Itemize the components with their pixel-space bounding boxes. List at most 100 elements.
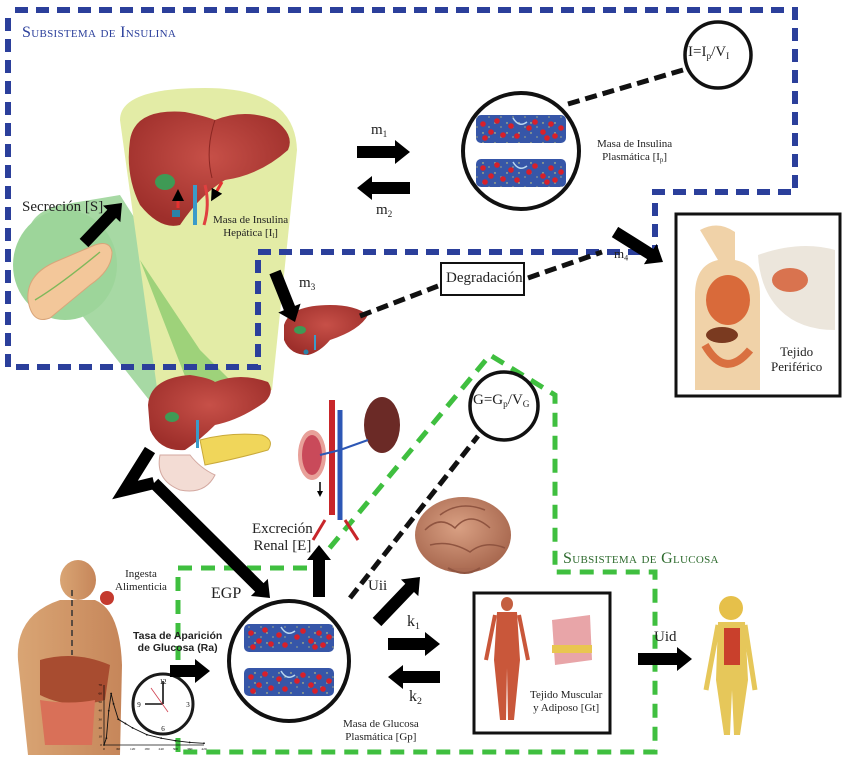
food-intake-label: Ingesta Alimenticia — [115, 568, 167, 593]
mini-chart-point — [105, 737, 108, 740]
red-blood-cell — [482, 135, 488, 141]
red-blood-cell — [488, 173, 494, 179]
red-blood-cell — [268, 685, 274, 691]
m4-sub: 4 — [624, 253, 629, 263]
mini-chart-point — [174, 739, 177, 742]
blood-vessel — [476, 159, 566, 187]
clock-6: 6 — [161, 725, 165, 733]
red-blood-cell — [316, 630, 322, 636]
mini-chart-point — [145, 733, 148, 736]
liver-illustration-degradation — [284, 305, 368, 355]
k1-base: k — [407, 613, 415, 630]
rate-m1-label: m1 — [371, 122, 387, 139]
liver-pancreas-illustration — [148, 375, 271, 492]
red-blood-cell — [532, 119, 538, 125]
red-blood-cell — [558, 125, 564, 131]
mini-chart-point — [131, 726, 134, 729]
red-blood-cell — [508, 167, 514, 173]
mini-chart-y-tick: 50 — [99, 700, 103, 704]
hepatic-mass-suffix: ] — [274, 226, 278, 239]
mini-chart-y-tick: 0 — [100, 743, 102, 747]
renal-excretion-arrow — [307, 545, 331, 597]
mini-chart-point — [110, 692, 113, 695]
renal-line2: Renal [E] — [253, 538, 312, 555]
tissue-line1: Tejido Muscular — [530, 689, 603, 701]
mini-chart-y-tick: 40 — [99, 709, 103, 713]
red-blood-cell — [558, 169, 564, 175]
m2-arrow — [357, 176, 410, 200]
red-blood-cell — [488, 129, 494, 135]
red-blood-cell — [250, 688, 256, 694]
red-blood-cell — [276, 676, 282, 682]
clock-icon: 12 3 6 9 — [131, 672, 195, 736]
ra-arrow — [170, 659, 210, 683]
red-blood-cell — [276, 632, 282, 638]
plasma-glucose-line1: Masa de Glucosa — [343, 718, 419, 730]
insulin-formula-circle — [683, 20, 753, 90]
glucose-subsystem-boundary — [175, 351, 658, 755]
kidney-illustration — [298, 397, 400, 541]
m1-base: m — [371, 122, 383, 138]
plasma-insulin-suffix: ] — [663, 150, 667, 163]
red-blood-cell — [548, 121, 554, 127]
food-intake-line1: Ingesta — [125, 568, 157, 580]
mini-chart-x-tick: 0 — [103, 747, 105, 751]
clock-9: 9 — [137, 701, 141, 709]
peripheral-line2: Periférico — [771, 358, 823, 374]
food-intake-line2: Alimenticia — [115, 580, 167, 593]
glucose-formula-circle — [468, 370, 540, 442]
hepatic-mass-prefix: Hepática [I — [223, 226, 273, 239]
red-blood-cell — [248, 674, 254, 680]
vessel-valve — [280, 626, 296, 634]
red-blood-cell — [494, 162, 500, 168]
red-blood-cell — [514, 177, 520, 183]
renal-excretion-label: Excreción Renal [E] — [252, 521, 313, 556]
mini-chart-y-tick: 70 — [99, 683, 103, 687]
mini-chart-point — [203, 742, 205, 745]
red-blood-cell — [320, 642, 326, 648]
degradation-connector-liver — [359, 283, 439, 319]
k1-sub: 1 — [415, 620, 420, 632]
vessel-valve — [512, 117, 528, 125]
red-blood-cell — [552, 133, 558, 139]
peripheral-tissue-label: Tejido Periférico — [771, 344, 823, 375]
mini-chart-x-tick: 180 — [144, 747, 150, 751]
mini-chart-point — [107, 709, 110, 712]
mini-chart-point — [160, 737, 163, 740]
mini-chart-y-tick: 10 — [99, 734, 103, 738]
mini-chart-y-tick: 60 — [99, 692, 103, 696]
human-body-illustration — [703, 596, 758, 735]
insulin-concentration-formula: I=Ip/VI — [688, 44, 729, 61]
red-blood-cell — [514, 133, 520, 139]
rate-m2-label: m2 — [376, 202, 392, 219]
uid-label: Uid — [654, 629, 677, 645]
red-blood-cell — [262, 671, 268, 677]
red-blood-cell — [268, 641, 274, 647]
red-blood-cell — [256, 638, 262, 644]
red-blood-cell — [294, 634, 300, 640]
degradation-label: Degradación — [446, 270, 523, 286]
red-blood-cell — [540, 129, 546, 135]
m1-arrow — [357, 140, 410, 164]
red-blood-cell — [300, 672, 306, 678]
red-blood-cell — [248, 630, 254, 636]
hepatic-insulin-mass-label: Masa de Insulina Hepática [Il] — [213, 214, 289, 240]
red-blood-cell — [480, 121, 486, 127]
mini-chart-point — [112, 702, 115, 705]
m1-sub: 1 — [382, 129, 388, 140]
insulin-formula-connector — [567, 67, 684, 107]
glucose-formula-lhs: G=G — [473, 392, 504, 408]
red-blood-cell — [532, 163, 538, 169]
clock-12: 12 — [160, 678, 168, 686]
rate-k1-label: k1 — [407, 613, 420, 631]
rate-m3-label: m3 — [299, 275, 315, 292]
mini-chart-x-tick: 60 — [117, 747, 121, 751]
egp-label: EGP — [211, 585, 242, 602]
plasma-insulin-line2: Plasmática [Ip] — [597, 151, 672, 164]
mini-chart-point — [117, 718, 120, 721]
glucose-appearance-rate-label: Tasa de Aparición de Glucosa (Ra) — [133, 630, 222, 654]
hepatic-mass-line1: Masa de Insulina — [213, 214, 289, 226]
plasma-insulin-mass-label: Masa de Insulina Plasmática [Ip] — [597, 138, 672, 164]
red-blood-cell — [312, 688, 318, 694]
